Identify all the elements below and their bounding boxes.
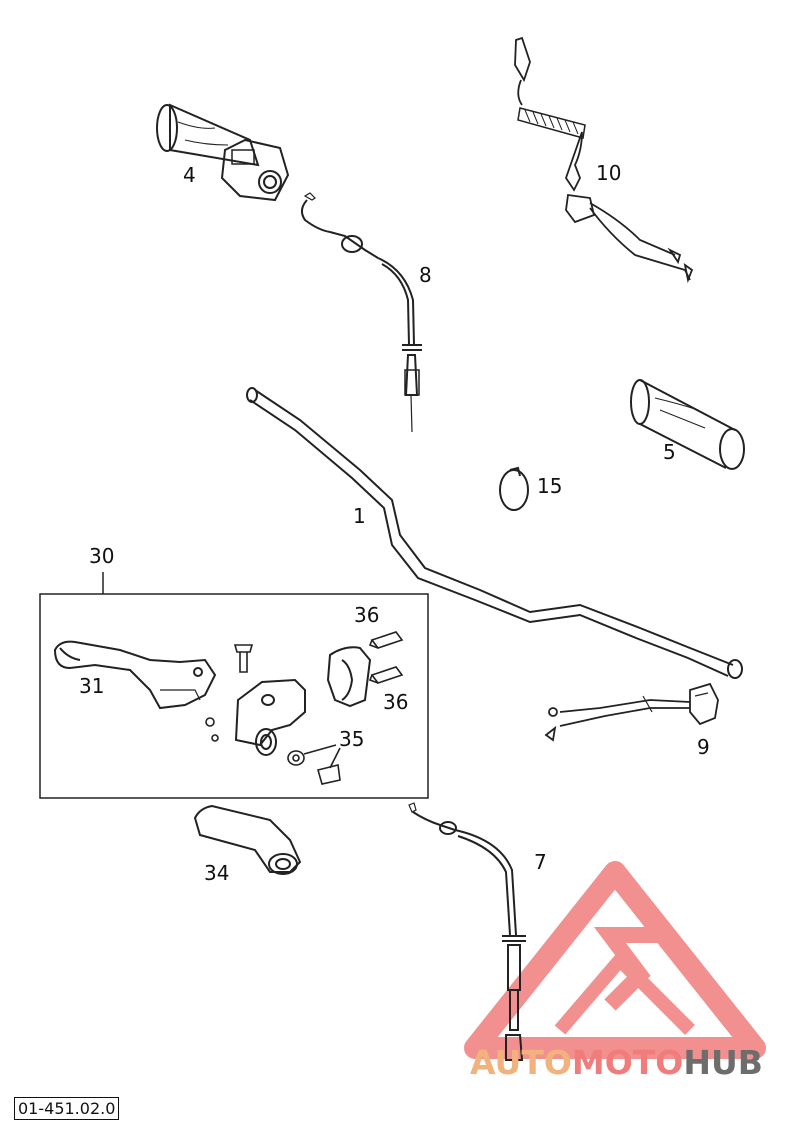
throttle-grip: [156, 103, 290, 202]
pivot-bolt: [205, 644, 254, 742]
lever-assembly-box: [39, 572, 429, 799]
cable-strap: [499, 466, 529, 511]
callout-kill-switch: 9: [697, 735, 710, 759]
callout-adjuster-parts: 35: [339, 727, 365, 751]
watermark-wordmark: AUTOMOTOHUB: [470, 1046, 763, 1079]
callout-screw-upper: 36: [354, 603, 380, 627]
callout-clutch-lever: 31: [79, 674, 105, 698]
clamp-half: [326, 646, 372, 708]
watermark-part-hub: HUB: [683, 1043, 763, 1082]
drawing-code: 01-451.02.0: [14, 1097, 120, 1120]
callout-screw-lower: 36: [383, 690, 409, 714]
callout-cable-strap: 15: [537, 474, 563, 498]
callout-left-grip: 5: [663, 440, 676, 464]
throttle-cable: [301, 192, 422, 433]
screws: [368, 631, 404, 684]
lever-bracket: [234, 678, 306, 756]
clutch-lever: [53, 640, 217, 710]
callout-lever-protector: 34: [204, 861, 230, 885]
callout-throttle-cable: 8: [419, 263, 432, 287]
adjuster-parts: [287, 744, 341, 785]
callout-throttle-grip: 4: [183, 163, 196, 187]
emergency-stop-switch: [514, 36, 694, 284]
watermark-part-moto: MOTO: [571, 1043, 684, 1082]
callout-emergency-stop-switch: 10: [596, 161, 622, 185]
handlebar: [246, 387, 743, 679]
callout-lever-assembly: 30: [89, 544, 115, 568]
callout-handlebar: 1: [353, 504, 366, 528]
clutch-cable: [408, 802, 526, 1061]
lever-protector: [193, 804, 302, 875]
kill-switch: [544, 682, 719, 742]
watermark-logo: [464, 861, 766, 1059]
left-grip: [630, 379, 745, 470]
callout-clutch-cable: 7: [534, 850, 547, 874]
watermark-part-auto: AUTO: [470, 1043, 572, 1082]
